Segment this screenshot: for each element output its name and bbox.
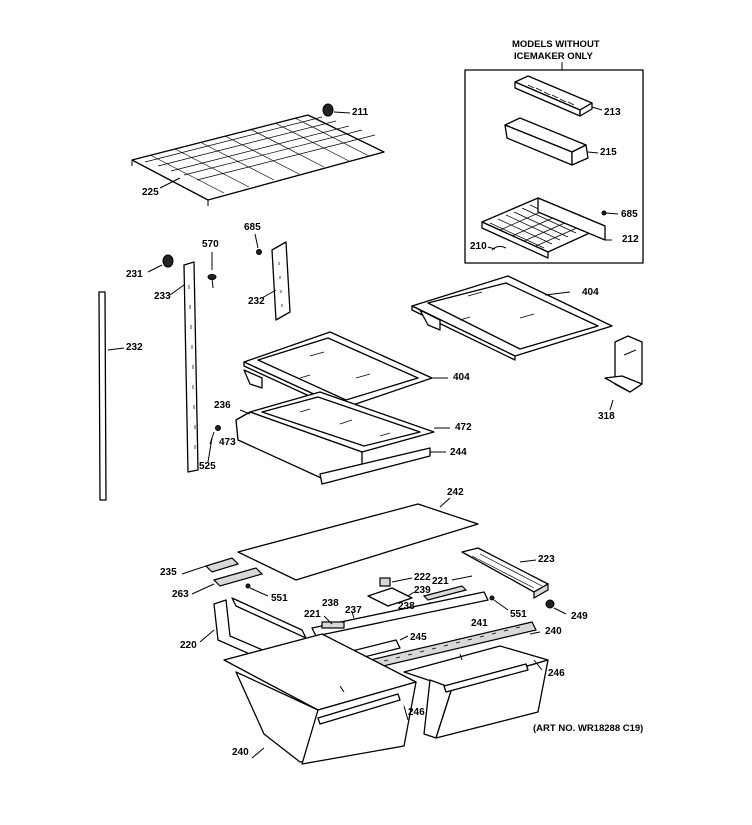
slide-221-right — [451, 575, 473, 581]
crisper-cover-assembly — [235, 391, 450, 485]
rail-237 — [311, 591, 489, 637]
bracket-318 — [604, 335, 643, 411]
callout-232-short: 232 — [248, 296, 265, 307]
callout-225: 225 — [142, 187, 159, 198]
screw-570 — [207, 252, 217, 289]
callout-525: 525 — [199, 461, 216, 472]
ice-rack-212 — [481, 197, 619, 259]
callout-263: 263 — [172, 589, 189, 600]
strip-263 — [191, 567, 264, 595]
callout-211: 211 — [352, 107, 369, 118]
callout-238-left: 238 — [322, 598, 339, 609]
strip-235 — [181, 557, 240, 575]
callout-246-right: 246 — [548, 668, 565, 679]
callout-220: 220 — [180, 640, 197, 651]
callout-221-right: 221 — [432, 576, 449, 587]
callout-222: 222 — [414, 572, 431, 583]
wire-shelf-225 — [131, 114, 385, 206]
glass-pane-242 — [237, 497, 479, 581]
inset-box — [464, 62, 644, 264]
callout-685-inset: 685 — [621, 209, 638, 220]
knob-231 — [147, 254, 174, 273]
art-number: (ART NO. WR18288 C19) — [533, 723, 644, 734]
crisper-drawer-left — [223, 633, 417, 765]
screw-551-right — [489, 595, 509, 611]
callout-215: 215 — [600, 147, 617, 158]
glass-shelf-404-right — [411, 275, 613, 361]
callout-223: 223 — [538, 554, 555, 565]
callout-242: 242 — [447, 487, 464, 498]
callout-551-left: 551 — [271, 593, 288, 604]
crisper-drawer-right — [403, 631, 549, 739]
rail-232-left — [98, 291, 125, 501]
callout-473: 473 — [219, 437, 236, 448]
callout-240-right: 240 — [545, 626, 562, 637]
callout-233: 233 — [154, 291, 171, 302]
callout-238-right: 238 — [398, 601, 415, 612]
rail-232-short — [254, 233, 291, 321]
callout-210: 210 — [470, 241, 487, 252]
callout-318: 318 — [598, 411, 615, 422]
callout-404-middle: 404 — [453, 372, 470, 383]
callout-239: 239 — [414, 585, 431, 596]
callout-249: 249 — [571, 611, 588, 622]
callout-235: 235 — [160, 567, 177, 578]
inset-title-line1: MODELS WITHOUT — [512, 39, 600, 50]
callout-472: 472 — [455, 422, 472, 433]
screw-551-left — [245, 583, 269, 597]
ice-bucket-215 — [504, 117, 599, 166]
callout-570: 570 — [202, 239, 219, 250]
callout-231: 231 — [126, 269, 143, 280]
callout-404-right: 404 — [582, 287, 599, 298]
callout-237: 237 — [345, 605, 362, 616]
callout-232-long: 232 — [126, 342, 143, 353]
clip-211 — [322, 103, 351, 117]
callout-245: 245 — [410, 632, 427, 643]
callout-246-left: 246 — [408, 707, 425, 718]
rail-223 — [461, 547, 549, 600]
inset-title-line2: ICEMAKER ONLY — [514, 51, 593, 62]
callout-244: 244 — [450, 447, 467, 458]
clip-249 — [545, 599, 567, 615]
callout-240-left: 240 — [232, 747, 249, 758]
callout-241: 241 — [471, 618, 488, 629]
callout-236: 236 — [214, 400, 231, 411]
callout-221-left: 221 — [304, 609, 321, 620]
callout-685: 685 — [244, 222, 261, 233]
glass-shelf-404-middle — [243, 331, 448, 413]
callout-551-right: 551 — [510, 609, 527, 620]
ice-tray-213 — [514, 75, 603, 117]
callout-212: 212 — [622, 234, 639, 245]
callout-213: 213 — [604, 107, 621, 118]
screw-525 — [207, 437, 213, 463]
rail-233 — [169, 261, 199, 473]
